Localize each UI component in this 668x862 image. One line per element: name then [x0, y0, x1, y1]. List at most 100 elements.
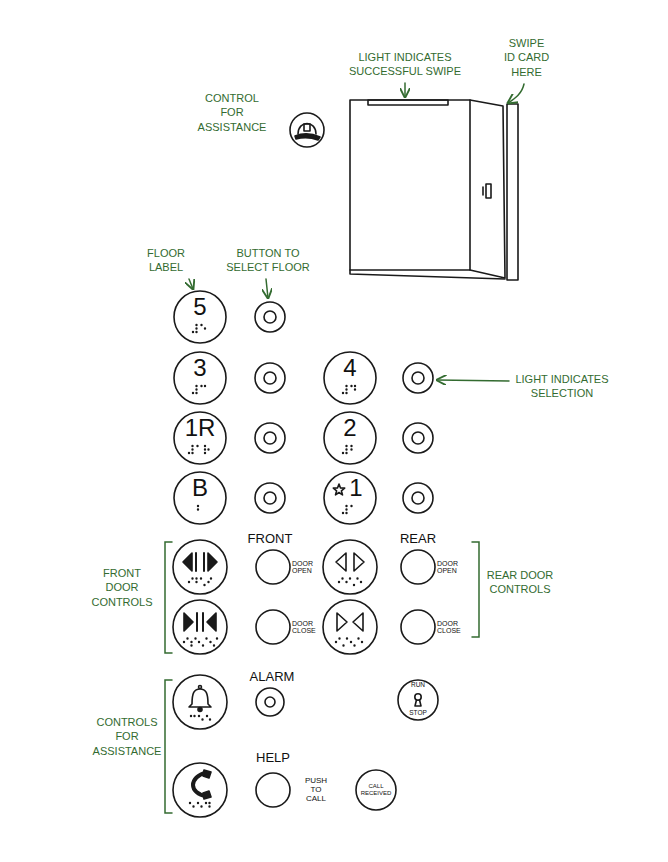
door-symbol-plate [173, 540, 227, 594]
button-light [264, 432, 276, 444]
floor-number: 2 [343, 415, 356, 441]
circle-outline [356, 770, 396, 810]
door-open-icon [183, 553, 217, 571]
floor-label-plate: 4 [323, 351, 377, 405]
assistance-control [290, 113, 324, 147]
phone-symbol-plate [173, 763, 227, 817]
leader-arrow [437, 380, 509, 381]
alarm-button [256, 688, 284, 716]
button-light [264, 311, 276, 323]
button-light [264, 372, 276, 384]
group-bracket [165, 542, 172, 653]
circle-outline [174, 472, 226, 524]
card-reader-base [350, 270, 505, 279]
door-button [401, 610, 435, 644]
braille-dots [339, 579, 361, 586]
switch-caption: STOP [409, 710, 427, 717]
card-reader-body [350, 100, 470, 270]
keyhole-icon [415, 694, 421, 700]
callout-note: FLOOR LABEL [140, 246, 192, 275]
braille-dots [189, 446, 209, 453]
floor-label-plate: 1R [173, 411, 227, 465]
braille-dots [189, 579, 211, 586]
bell-icon [189, 689, 211, 707]
callout-note: CONTROL FOR ASSISTANCE [195, 91, 269, 134]
indicator-caption: CALL RECEIVED [359, 783, 393, 797]
column-heading: FRONT [240, 531, 300, 548]
fire-hat-icon [298, 124, 316, 135]
door-button [401, 550, 435, 584]
control-heading: HELP [243, 750, 303, 767]
circle-outline [398, 680, 438, 720]
circle-outline [174, 412, 226, 464]
card-reader-detail [482, 187, 484, 195]
circle-outline [174, 291, 226, 343]
floor-button [255, 302, 285, 332]
floor-label-plate: 5 [173, 290, 227, 344]
callout-note: SWIPE ID CARD HERE [503, 36, 550, 79]
floor-number: 5 [193, 294, 206, 320]
group-bracket [472, 542, 479, 637]
help-button [256, 773, 290, 807]
swipe-light [368, 100, 448, 105]
braille-dots [184, 639, 217, 646]
floor-label-plate: 3 [173, 351, 227, 405]
braille-dots [190, 803, 210, 807]
braille-dots [191, 716, 210, 720]
braille-dots [197, 506, 199, 510]
floor-button [403, 423, 433, 453]
leader-arrow [508, 84, 524, 103]
door-symbol-plate [323, 540, 377, 594]
floor-label-plate: B [173, 471, 227, 525]
callout-note: LIGHT INDICATES SUCCESSFUL SWIPE [346, 50, 464, 79]
leader-arrow [266, 279, 268, 298]
door-close-icon [184, 613, 216, 631]
button-caption: PUSH TO CALL [300, 776, 332, 804]
switch-caption: RUN [411, 682, 425, 689]
floor-number: B [192, 475, 208, 501]
braille-dots [343, 386, 355, 393]
card-reader-side [470, 100, 505, 278]
fire-hat-icon [304, 124, 310, 131]
button-caption: DOOR CLOSE [292, 620, 322, 635]
floor-number: 1 [349, 475, 362, 501]
door-symbol-plate [173, 600, 227, 654]
button-caption: DOOR CLOSE [437, 620, 467, 635]
door-close-icon [197, 613, 203, 631]
braille-dots [193, 325, 205, 332]
floor-number: 4 [343, 355, 356, 381]
button-caption: DOOR OPEN [292, 560, 322, 575]
group-note: REAR DOOR CONTROLS [485, 568, 555, 597]
button-caption: DOOR OPEN [437, 560, 467, 575]
floor-number: 3 [193, 355, 206, 381]
bell-icon [198, 708, 202, 712]
braille-dots [343, 446, 352, 453]
circle-outline [324, 472, 376, 524]
braille-dots [336, 639, 362, 646]
button-light [264, 492, 276, 504]
circle-outline [324, 412, 376, 464]
floor-label-plate: 2 [323, 411, 377, 465]
floor-button [403, 363, 433, 393]
alarm-symbol-plate [173, 675, 227, 729]
button-light [412, 432, 424, 444]
phone-icon [203, 770, 211, 799]
floor-number: 1R [185, 415, 216, 441]
card-slot [507, 104, 518, 280]
door-close-icon [337, 613, 363, 631]
group-bracket [165, 680, 172, 813]
circle-outline [174, 352, 226, 404]
button-light [412, 372, 424, 384]
run-stop-key-switch: RUN STOP [397, 679, 439, 721]
floor-button [255, 483, 285, 513]
circle-outline [324, 352, 376, 404]
door-symbol-plate [323, 600, 377, 654]
floor-button [255, 423, 285, 453]
button-light [412, 492, 424, 504]
braille-dots [193, 386, 205, 393]
